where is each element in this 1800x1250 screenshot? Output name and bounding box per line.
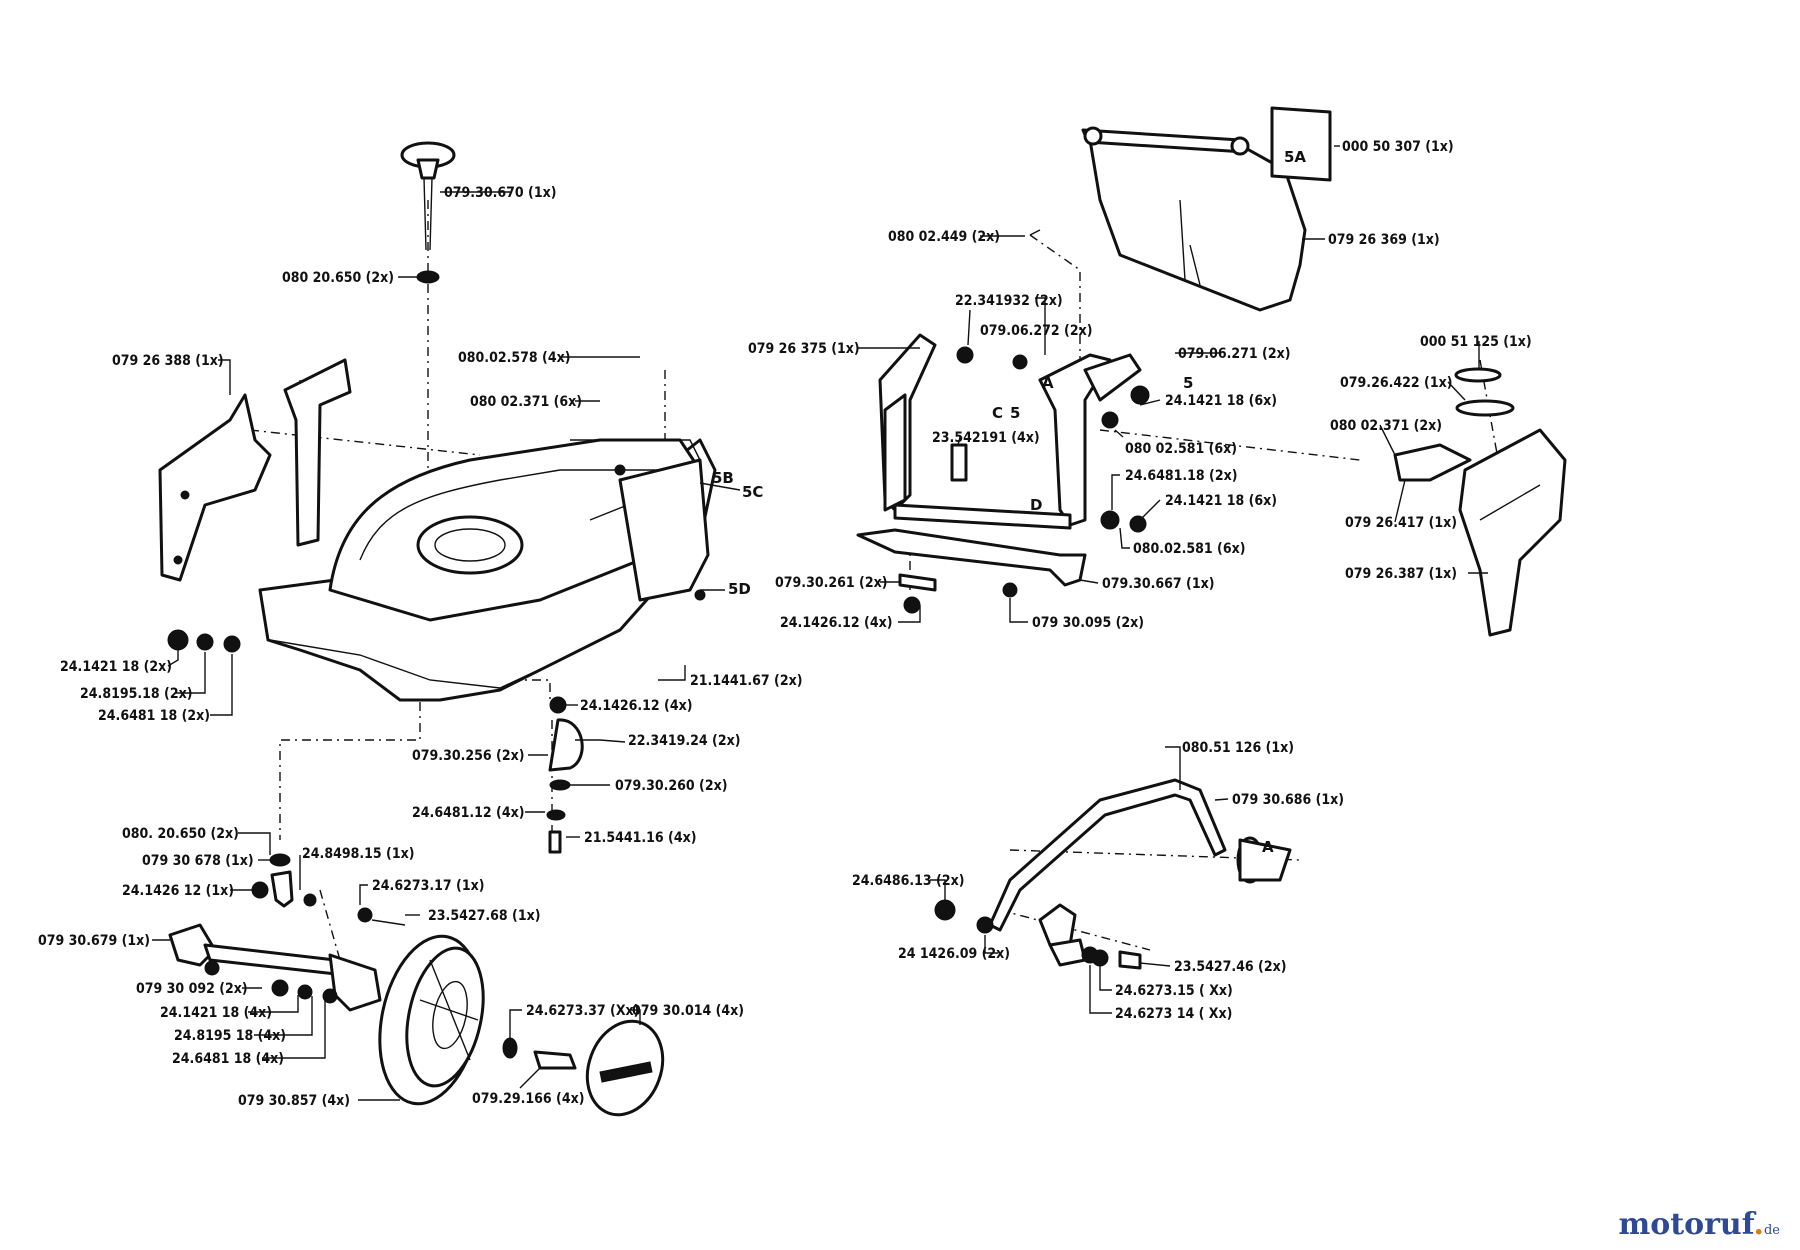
- part-label: 079.30.261 (2x): [775, 575, 887, 591]
- watermark-tld: de: [1763, 1223, 1780, 1238]
- watermark-logo: motoruf.de: [1618, 1207, 1780, 1242]
- part-label: 080 02.449 (2x): [888, 229, 1000, 245]
- connection-tag: C: [992, 404, 1003, 422]
- part-label: 079.06.271 (2x): [1178, 346, 1290, 362]
- washer-stack-left: [167, 629, 241, 653]
- part-label: 079 30.014 (4x): [632, 1003, 744, 1019]
- watermark-dot: .: [1753, 1207, 1764, 1242]
- part-label: 21.5441.16 (4x): [584, 830, 696, 846]
- part-label: 24.1426.12 (4x): [580, 698, 692, 714]
- part-label: 080 02.371 (6x): [470, 394, 582, 410]
- part-label: 079 26.387 (1x): [1345, 566, 1457, 582]
- mower-deck: [258, 438, 717, 702]
- part-label: 24.8498.15 (1x): [302, 846, 414, 862]
- part-label: 24.1421 18 (6x): [1165, 393, 1277, 409]
- grass-catcher-bag: [1081, 106, 1332, 312]
- side-flap-left: [158, 358, 352, 582]
- part-label: 080.02.578 (4x): [458, 350, 570, 366]
- part-label: 23.5427.46 (2x): [1174, 959, 1286, 975]
- part-label: 079.30.667 (1x): [1102, 576, 1214, 592]
- leader-lines: [152, 145, 1488, 1101]
- connection-tag: A: [1042, 374, 1054, 392]
- connection-tag: A: [1262, 838, 1274, 856]
- part-label: 080.02.581 (6x): [1133, 541, 1245, 557]
- part-label: 000 51 125 (1x): [1420, 334, 1532, 350]
- height-bracket: [546, 696, 626, 854]
- part-label: 24.6481 18 (2x): [98, 708, 210, 724]
- part-label: 079.29.166 (4x): [472, 1091, 584, 1107]
- part-label: 080 02.581 (6x): [1125, 441, 1237, 457]
- part-label: 080.51 126 (1x): [1182, 740, 1294, 756]
- part-label: 080 02.371 (2x): [1330, 418, 1442, 434]
- part-label: 24.6273.17 (1x): [372, 878, 484, 894]
- part-label: 24.1426 12 (1x): [122, 883, 234, 899]
- part-label: 080. 20.650 (2x): [122, 826, 239, 842]
- part-label: 24.1421 18 (4x): [160, 1005, 272, 1021]
- connection-tag: 5B: [712, 469, 734, 487]
- part-label: 079.30.256 (2x): [412, 748, 524, 764]
- part-label: 24.6273 14 ( Xx): [1115, 1006, 1232, 1022]
- part-label: 24.1421 18 (2x): [60, 659, 172, 675]
- part-label: 24.1421 18 (6x): [1165, 493, 1277, 509]
- part-label: 079 26 388 (1x): [112, 353, 224, 369]
- push-handle: [934, 778, 1292, 970]
- part-label: 24.8195 18 (4x): [174, 1028, 286, 1044]
- part-labels: 079.30.670 (1x) 080 20.650 (2x) 079 26 3…: [38, 139, 1532, 1109]
- part-label: 079 30 092 (2x): [136, 981, 248, 997]
- handle-knob-assembly: [400, 141, 456, 284]
- connection-tags: 5A 5B 5C 5D A 5 C 5 D A: [712, 148, 1306, 856]
- part-label: 079.26.422 (1x): [1340, 375, 1452, 391]
- part-label: 080 20.650 (2x): [282, 270, 394, 286]
- part-label: 079.30.670 (1x): [444, 185, 556, 201]
- part-label: 079 30.095 (2x): [1032, 615, 1144, 631]
- bag-frame: [856, 229, 1150, 614]
- part-label: 079 26 369 (1x): [1328, 232, 1440, 248]
- part-label: 079 26.417 (1x): [1345, 515, 1457, 531]
- part-label: 24.6481.18 (2x): [1125, 468, 1237, 484]
- connection-tag: 5C: [742, 483, 763, 501]
- part-label: 24.8195.18 (2x): [80, 686, 192, 702]
- connection-tag: 5D: [728, 580, 751, 598]
- part-label: 079 30 678 (1x): [142, 853, 254, 869]
- part-label: 24 1426.09 (2x): [898, 946, 1010, 962]
- part-label: 24.6486.13 (2x): [852, 873, 964, 889]
- discharge-deflector: [1393, 367, 1567, 637]
- part-label: 079.06.272 (2x): [980, 323, 1092, 339]
- part-label: 24.6273.15 ( Xx): [1115, 983, 1233, 999]
- part-label: 23.542191 (4x): [932, 430, 1040, 446]
- part-label: 22.3419.24 (2x): [628, 733, 740, 749]
- connection-tag: D: [1030, 496, 1042, 514]
- part-label: 22.341932 (2x): [955, 293, 1063, 309]
- part-label: 079 30.686 (1x): [1232, 792, 1344, 808]
- part-label: 079 30.679 (1x): [38, 933, 150, 949]
- part-label: 24.6481.12 (4x): [412, 805, 524, 821]
- part-label: 000 50 307 (1x): [1342, 139, 1454, 155]
- connection-tag: 5A: [1284, 148, 1306, 166]
- watermark-text: motoruf: [1618, 1207, 1754, 1242]
- wheel-axle-assembly: [168, 853, 665, 1117]
- part-label: 079 30.857 (4x): [238, 1093, 350, 1109]
- connection-tag: 5: [1183, 374, 1193, 392]
- part-label: 24.6481 18 (4x): [172, 1051, 284, 1067]
- connection-tag: 5: [1010, 404, 1020, 422]
- part-label: 23.5427.68 (1x): [428, 908, 540, 924]
- part-label: 24.1426.12 (4x): [780, 615, 892, 631]
- part-label: 21.1441.67 (2x): [690, 673, 802, 689]
- part-label: 079.30.260 (2x): [615, 778, 727, 794]
- part-label: 24.6273.37 (Xx): [526, 1003, 639, 1019]
- part-label: 079 26 375 (1x): [748, 341, 860, 357]
